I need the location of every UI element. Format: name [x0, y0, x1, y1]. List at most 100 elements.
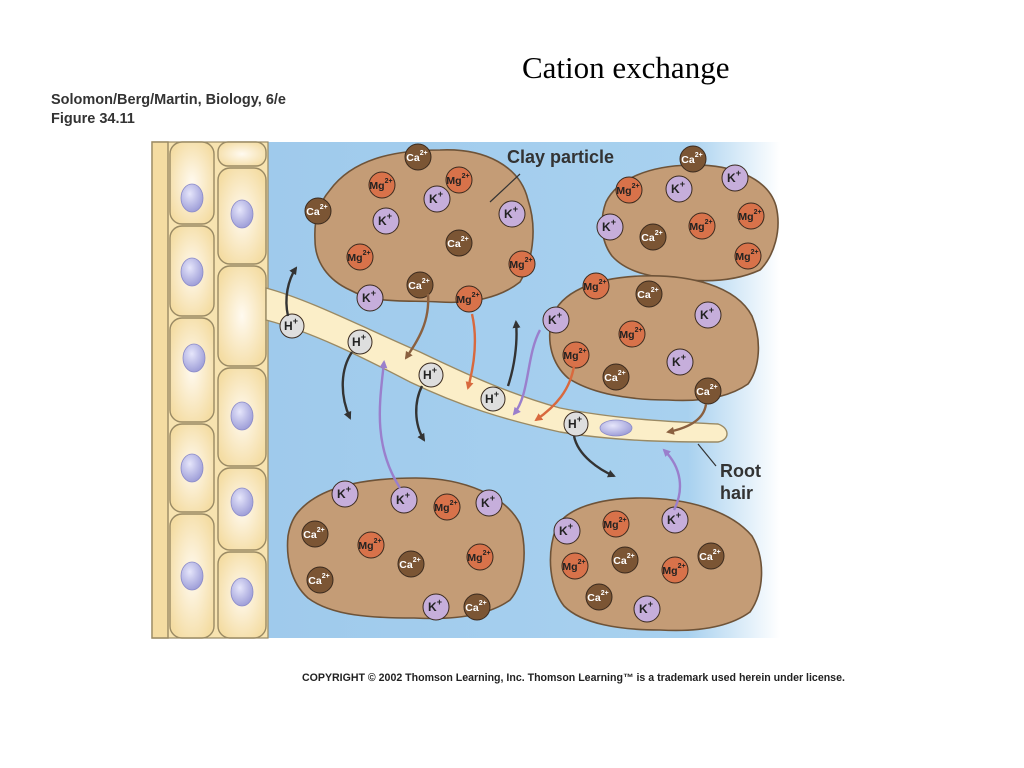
ca-ion-circle — [463, 593, 491, 621]
ca-ion-circle — [397, 550, 425, 578]
mg-ion-circle — [445, 166, 473, 194]
ca-ion: Ca2+ — [697, 542, 725, 570]
label-root-hair-line1: Root — [720, 461, 761, 481]
ca-ion-circle — [585, 583, 613, 611]
mg-ion: Mg2+ — [466, 543, 494, 571]
leader-line — [489, 173, 521, 203]
nucleus — [230, 401, 254, 431]
copyright-notice: COPYRIGHT © 2002 Thomson Learning, Inc. … — [302, 672, 845, 684]
h-ion: H+ — [279, 313, 305, 339]
k-ion: K+ — [542, 306, 570, 334]
ca-ion: Ca2+ — [635, 280, 663, 308]
k-ion-circle — [390, 486, 418, 514]
k-ion-circle — [356, 284, 384, 312]
k-ion-circle — [498, 200, 526, 228]
mg-ion-circle — [734, 242, 762, 270]
k-ion-circle — [694, 301, 722, 329]
k-ion: K+ — [498, 200, 526, 228]
mg-ion: Mg2+ — [734, 242, 762, 270]
mg-ion-circle — [368, 171, 396, 199]
k-ion-circle — [596, 213, 624, 241]
k-ion: K+ — [596, 213, 624, 241]
ca-ion-circle — [635, 280, 663, 308]
arrow-h-out — [341, 351, 354, 420]
mg-ion: Mg2+ — [357, 531, 385, 559]
ca-ion: Ca2+ — [304, 197, 332, 225]
k-ion: K+ — [372, 207, 400, 235]
mg-ion-circle — [455, 285, 483, 313]
k-ion-circle — [553, 517, 581, 545]
h-ion: H+ — [480, 386, 506, 412]
k-ion-circle — [633, 595, 661, 623]
mg-ion-circle — [602, 510, 630, 538]
mg-ion-circle — [346, 243, 374, 271]
ca-ion-circle — [304, 197, 332, 225]
mg-ion: Mg2+ — [688, 212, 716, 240]
k-ion-circle — [422, 593, 450, 621]
k-ion-circle — [423, 185, 451, 213]
ca-ion: Ca2+ — [639, 223, 667, 251]
k-ion: K+ — [553, 517, 581, 545]
ca-ion: Ca2+ — [602, 363, 630, 391]
root-hair — [265, 287, 728, 443]
slide-title: Cation exchange — [522, 50, 730, 85]
k-ion: K+ — [721, 164, 749, 192]
mg-ion-circle — [433, 493, 461, 521]
mg-ion-circle — [561, 552, 589, 580]
ca-ion: Ca2+ — [301, 520, 329, 548]
k-ion: K+ — [422, 593, 450, 621]
mg-ion: Mg2+ — [561, 552, 589, 580]
nucleus — [182, 343, 206, 373]
mg-ion-circle — [737, 202, 765, 230]
arrow-h-out — [506, 320, 521, 387]
mg-ion: Mg2+ — [615, 176, 643, 204]
ions: Ca2+Mg2+Mg2+Ca2+K+K+K+Ca2+Mg2+Mg2+Ca2+K+… — [279, 143, 765, 623]
figure-credit: Solomon/Berg/Martin, Biology, 6/e Figure… — [51, 91, 286, 129]
k-ion: K+ — [475, 489, 503, 517]
mg-ion-circle — [466, 543, 494, 571]
arrows — [285, 266, 708, 511]
mg-ion-circle — [615, 176, 643, 204]
h-ion-circle — [480, 386, 506, 412]
h-ion-circle — [347, 329, 373, 355]
k-ion: K+ — [661, 506, 689, 534]
mg-ion: Mg2+ — [602, 510, 630, 538]
k-ion: K+ — [331, 480, 359, 508]
credit-line-book: Solomon/Berg/Martin, Biology, 6/e — [51, 92, 286, 108]
h-ion-circle — [279, 313, 305, 339]
ca-ion-circle — [679, 145, 707, 173]
mg-ion: Mg2+ — [368, 171, 396, 199]
arrow-h-out — [572, 435, 616, 478]
ca-ion: Ca2+ — [445, 229, 473, 257]
ca-ion: Ca2+ — [611, 546, 639, 574]
clay-particle — [286, 477, 525, 620]
ca-ion: Ca2+ — [463, 593, 491, 621]
mg-ion-circle — [582, 272, 610, 300]
mg-ion: Mg2+ — [508, 250, 536, 278]
nucleus — [230, 487, 254, 517]
mg-ion: Mg2+ — [346, 243, 374, 271]
k-ion: K+ — [633, 595, 661, 623]
mg-ion: Mg2+ — [618, 320, 646, 348]
mg-ion-circle — [357, 531, 385, 559]
ca-ion: Ca2+ — [306, 566, 334, 594]
arrow-h-out — [285, 266, 298, 317]
arrow-k-in — [512, 329, 542, 416]
mg-ion: Mg2+ — [661, 556, 689, 584]
mg-ion-circle — [661, 556, 689, 584]
leader-line — [697, 443, 717, 467]
k-ion-circle — [542, 306, 570, 334]
arrow-h-out — [415, 385, 426, 442]
arrow-ca-in — [404, 293, 430, 360]
ca-ion: Ca2+ — [406, 271, 434, 299]
mg-ion-circle — [618, 320, 646, 348]
h-ion: H+ — [563, 411, 589, 437]
label-clay-particle: Clay particle — [507, 147, 614, 167]
k-ion-circle — [665, 175, 693, 203]
h-ion-circle — [418, 362, 444, 388]
h-ion: H+ — [347, 329, 373, 355]
k-ion: K+ — [666, 348, 694, 376]
k-ion-circle — [475, 489, 503, 517]
nucleus — [180, 453, 204, 483]
